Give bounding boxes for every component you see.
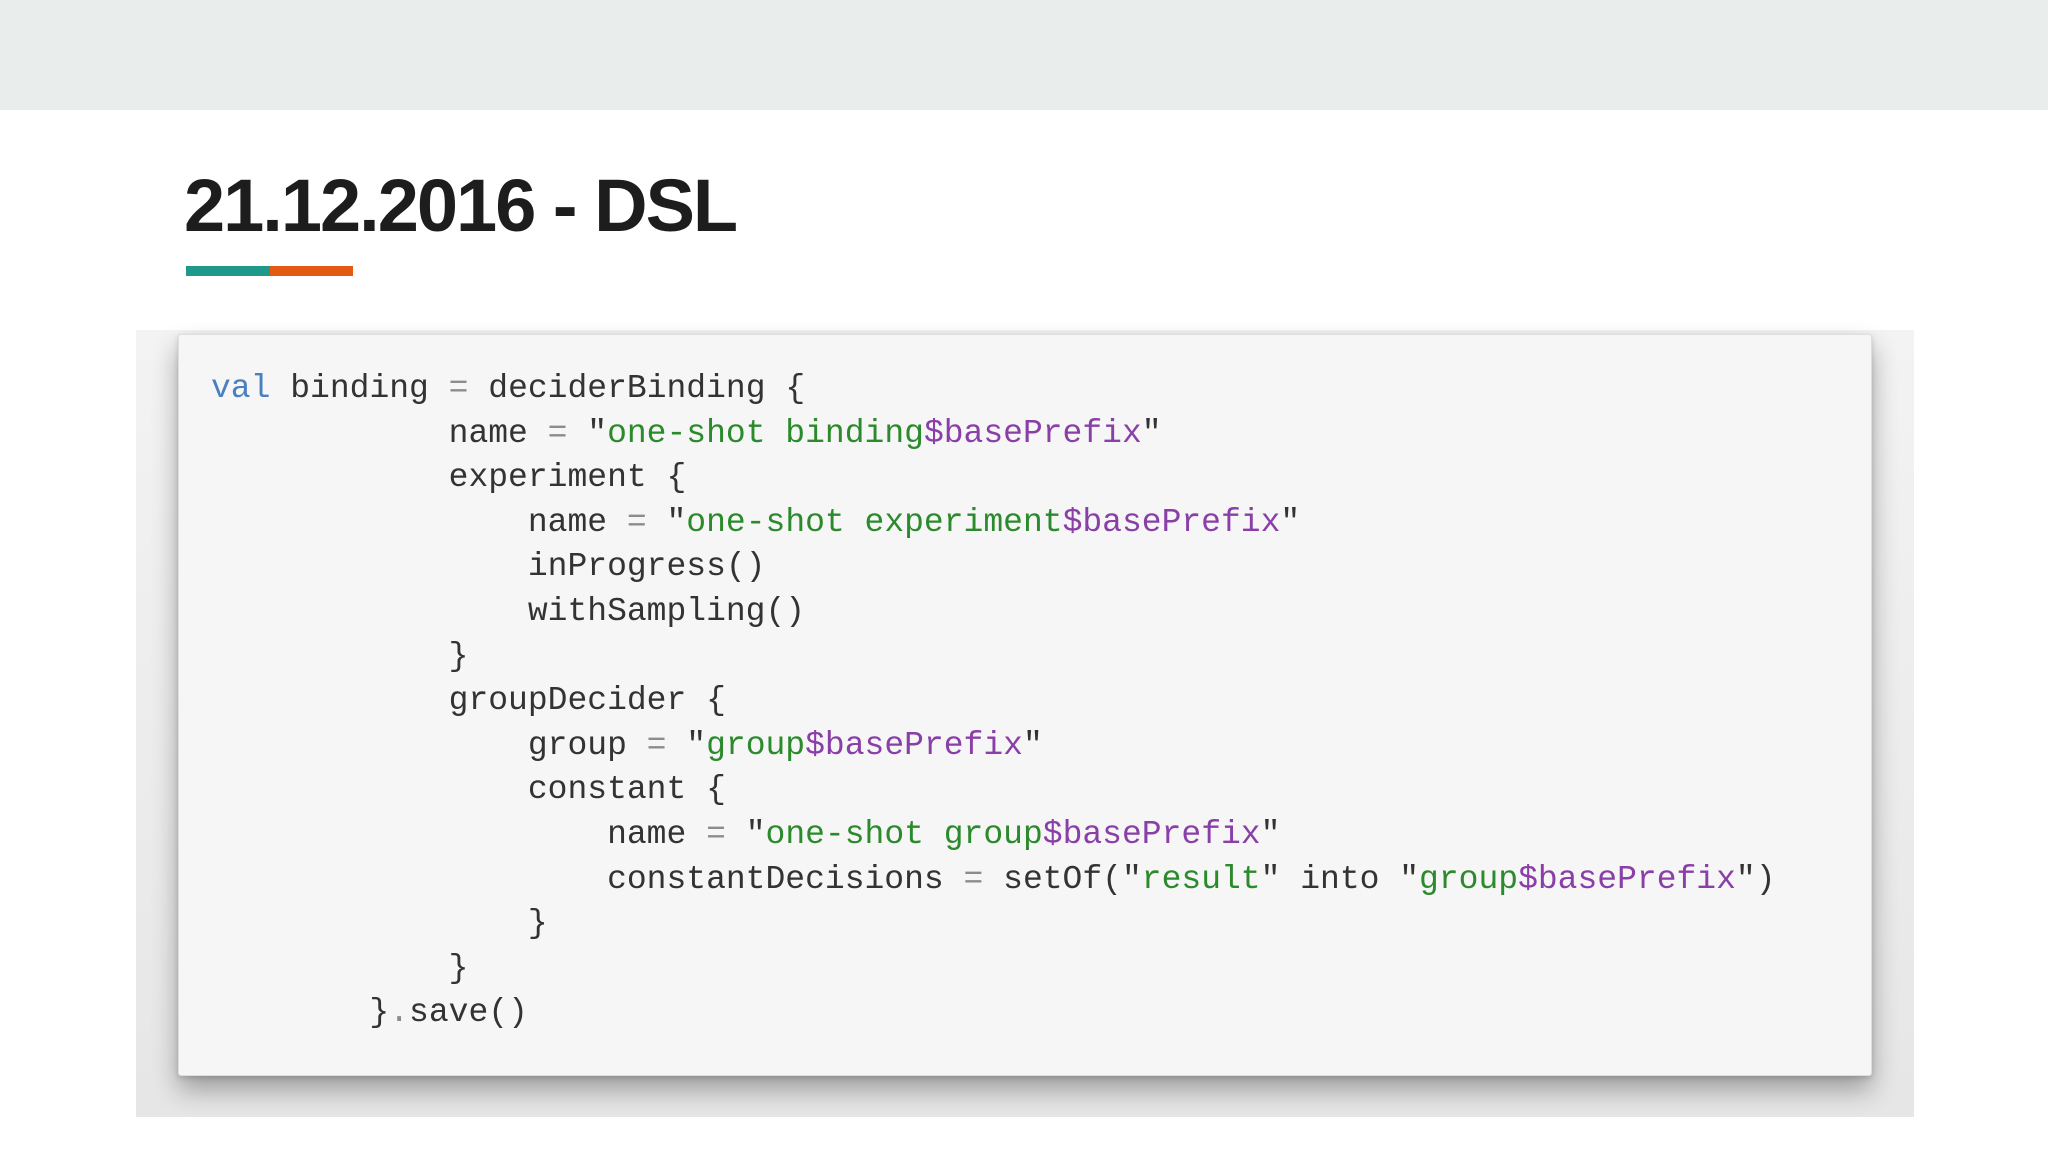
code-token-kw: val — [211, 370, 271, 407]
code-token-plain: save() — [409, 994, 528, 1032]
code-token-str: one-shot binding — [607, 414, 924, 452]
code-token-plain: constantDecisions — [211, 860, 964, 898]
code-token-var: $basePrefix — [1518, 860, 1736, 898]
code-token-plain: } — [211, 994, 390, 1032]
code-line: constantDecisions = setOf("result" into … — [211, 858, 1776, 903]
code-line: name = "one-shot group$basePrefix" — [211, 813, 1776, 858]
code-token-plain: name — [211, 414, 548, 452]
code-token-var: $basePrefix — [805, 726, 1023, 764]
code-token-plain: deciderBinding { — [468, 370, 806, 407]
code-token-plain: " — [725, 815, 766, 853]
code-token-plain: } — [211, 637, 469, 675]
code-token-op: = — [706, 815, 726, 853]
code-line: inProgress() — [211, 545, 1776, 590]
code-token-plain: ") — [1735, 860, 1776, 898]
code-card: val binding = deciderBinding { name = "o… — [178, 334, 1872, 1076]
code-token-plain: " — [1022, 726, 1043, 764]
slide-title: 21.12.2016 - DSL — [184, 164, 738, 247]
code-token-plain: experiment { — [211, 459, 687, 497]
code-token-str: result — [1141, 860, 1261, 898]
code-token-op: = — [646, 726, 667, 764]
code-token-plain: " into " — [1260, 860, 1420, 898]
code-line: constant { — [211, 768, 1776, 813]
code-token-op: = — [547, 414, 568, 452]
code-token-plain: " — [1141, 414, 1162, 452]
code-line: }.save() — [211, 991, 1776, 1036]
code-token-plain: binding — [270, 370, 449, 407]
code-token-plain: inProgress() — [211, 548, 766, 586]
code-token-op: = — [963, 860, 984, 898]
code-token-op: = — [626, 503, 647, 541]
code-line: } — [211, 635, 1776, 680]
code-token-str: group — [706, 726, 806, 764]
code-token-str: one-shot group — [765, 815, 1043, 853]
code-block: val binding = deciderBinding { name = "o… — [211, 367, 1776, 1036]
underline-teal-segment — [186, 266, 270, 276]
title-underline — [186, 266, 353, 276]
code-token-plain: group — [211, 726, 647, 764]
code-line: withSampling() — [211, 590, 1776, 635]
code-token-plain: groupDecider { — [211, 682, 726, 720]
code-token-plain: setOf(" — [983, 860, 1142, 898]
code-line: val binding = deciderBinding { — [211, 367, 1776, 412]
code-line: name = "one-shot experiment$basePrefix" — [211, 501, 1776, 546]
code-token-plain: } — [211, 949, 469, 987]
code-line: name = "one-shot binding$basePrefix" — [211, 412, 1776, 457]
code-line: group = "group$basePrefix" — [211, 724, 1776, 769]
code-line: } — [211, 947, 1776, 992]
underline-orange-segment — [270, 266, 353, 276]
code-line: groupDecider { — [211, 679, 1776, 724]
code-token-op: . — [389, 994, 410, 1032]
code-token-plain: } — [211, 905, 548, 943]
code-token-str: group — [1419, 860, 1519, 898]
code-token-plain: constant { — [211, 771, 726, 809]
code-token-plain: name — [211, 815, 707, 853]
top-band — [0, 0, 2048, 110]
code-line: } — [211, 902, 1776, 947]
code-token-plain: " — [1260, 815, 1281, 853]
code-token-plain: name — [211, 503, 627, 541]
code-token-var: $basePrefix — [1042, 815, 1261, 853]
code-token-plain: " — [646, 503, 687, 541]
code-token-var: $basePrefix — [1062, 503, 1281, 541]
code-token-plain: " — [666, 726, 707, 764]
code-token-op: = — [448, 370, 469, 407]
code-line: experiment { — [211, 456, 1776, 501]
code-token-var: $basePrefix — [923, 414, 1142, 452]
code-token-plain: " — [567, 414, 608, 452]
code-token-plain: withSampling() — [211, 592, 806, 630]
code-token-str: one-shot experiment — [686, 503, 1063, 541]
code-token-plain: " — [1280, 503, 1301, 541]
